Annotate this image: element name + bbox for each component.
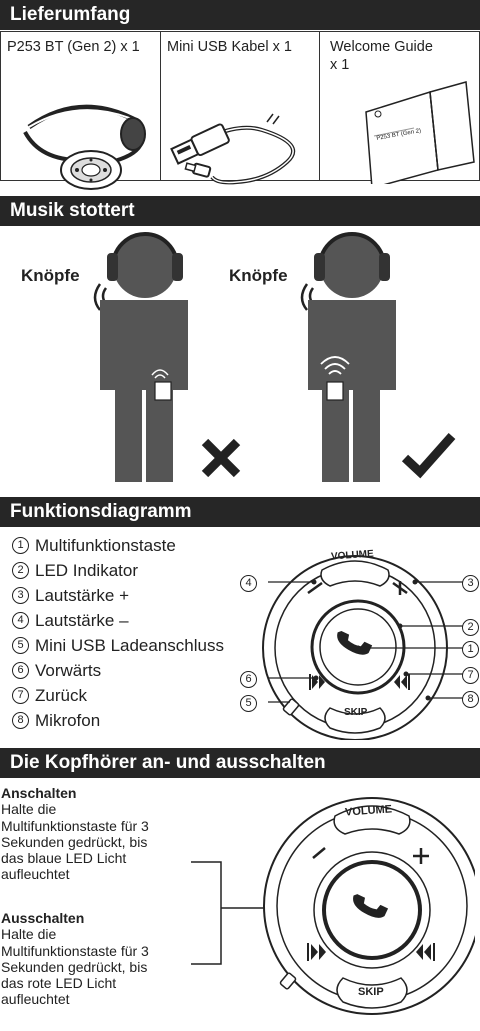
usb-cable-image <box>170 113 295 185</box>
delivery-item-label-line: Welcome Guide x 1 <box>330 38 433 74</box>
power-off-title: Ausschalten <box>1 910 85 926</box>
buttons-label-right: Knöpfe <box>229 266 288 285</box>
welcome-guide-image <box>365 81 475 184</box>
section-header-delivery: Lieferumfang <box>0 0 480 30</box>
guide-label-line: x 1 <box>330 57 350 73</box>
callout-3: 3 <box>462 575 479 592</box>
section-header-functions: Funktionsdiagramm <box>0 497 480 527</box>
section-header-music: Musik stottert <box>0 196 480 226</box>
power-off-line: aufleuchtet <box>1 991 70 1008</box>
callout-6: 6 <box>240 671 257 688</box>
person-left <box>93 232 188 482</box>
power-on-line: das blaue LED Licht <box>1 850 127 867</box>
power-on-title: Anschalten <box>1 785 77 801</box>
callout-5: 5 <box>240 695 257 712</box>
power-off-line: Halte die <box>1 926 57 943</box>
power-off-line: das rote LED Licht <box>1 975 117 992</box>
callout-7: 7 <box>462 667 479 684</box>
skip-label: SKIP <box>344 707 368 718</box>
skip-label-power: SKIP <box>358 986 384 998</box>
power-off-line: Multifunktionstaste für 3 <box>1 942 149 959</box>
callout-4: 4 <box>240 575 257 592</box>
buttons-label-left: Knöpfe <box>21 266 80 285</box>
correct-icon <box>401 433 456 479</box>
music-illustration <box>93 232 456 482</box>
delivery-item-label: Mini USB Kabel x 1 <box>167 39 292 55</box>
delivery-item-headset: P253 BT (Gen 2) x 1 <box>0 31 161 190</box>
device-diagram <box>262 555 463 740</box>
power-on-line: aufleuchtet <box>1 866 70 883</box>
power-off-line: Sekunden gedrückt, bis <box>1 958 148 975</box>
headset-image <box>23 104 146 190</box>
power-on-line: Halte die <box>1 801 57 818</box>
delivery-item-label: P253 BT (Gen 2) x 1 <box>7 39 140 55</box>
delivery-item-cable: Mini USB Kabel x 1 <box>160 31 320 185</box>
wrong-icon <box>201 438 241 478</box>
power-on-line: Sekunden gedrückt, bis <box>1 833 148 850</box>
guide-label-line: Welcome Guide <box>330 39 433 55</box>
device-diagram-power <box>191 797 475 1015</box>
person-right <box>300 232 396 482</box>
power-on-line: Multifunktionstaste für 3 <box>1 817 149 834</box>
section-header-power: Die Kopfhörer an- und ausschalten <box>0 748 480 778</box>
callout-2: 2 <box>462 619 479 636</box>
power-off-block: Ausschalten Halte die Multifunktionstast… <box>1 910 149 1008</box>
power-on-block: Anschalten Halte die Multifunktionstaste… <box>1 785 149 883</box>
callout-8: 8 <box>462 691 479 708</box>
callout-1: 1 <box>462 641 479 658</box>
delivery-item-label: Welcome Guide x 1 <box>330 38 433 74</box>
